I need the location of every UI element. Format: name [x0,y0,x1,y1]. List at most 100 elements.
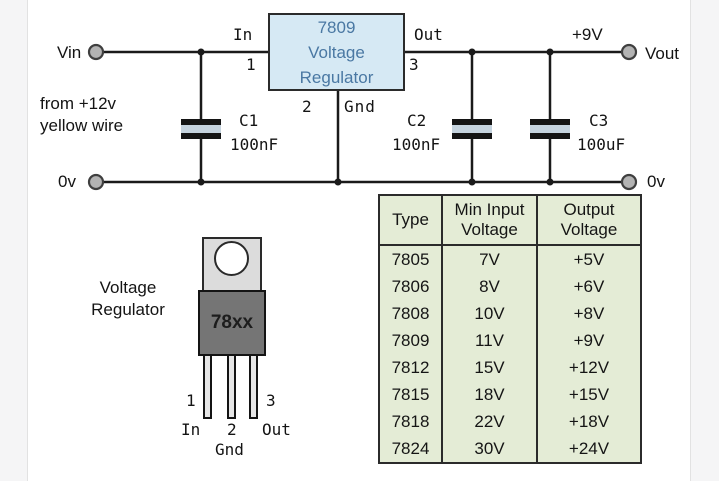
c3-ref-label: C3 [589,111,609,130]
capacitor-c1-symbol [181,119,221,139]
output-voltage-label: +9V [572,25,603,44]
package-pin3-name: Out [262,420,291,439]
pin-in-number: 1 [246,55,256,74]
pin-in-label: In [233,25,253,44]
left-margin [0,0,28,481]
table-row: 7812 15V +12V [379,354,641,381]
wire-segments [103,50,623,184]
cell-min-input: 7V [442,245,538,273]
cell-min-input: 8V [442,273,538,300]
vout-label: Vout [645,44,680,63]
cell-type: 7805 [379,245,443,273]
cell-output: +24V [568,438,610,458]
table-header-row: Type Min Input Voltage Output Voltage [379,195,641,246]
terminals [87,43,638,191]
cell-min-input: 30V [442,435,538,463]
junction-dot [468,48,476,56]
package-pin1-name: In [181,420,201,439]
cell-output: +5V [573,249,605,269]
source-note-line1: from +12v [40,94,117,113]
ov-left-terminal-circle [87,173,105,191]
col-header-min-input-line1: Min Input [454,200,525,219]
cell-min-input: 18V [442,381,538,408]
c1-plate-bottom [181,133,221,139]
cell-min-input: 10V [442,300,538,327]
capacitor-c2-symbol [452,119,492,139]
table-row: 7809 11V +9V [379,327,641,354]
cell-output: +12V [568,357,610,377]
cell-output: +15V [568,384,610,404]
regulator-table: Type Min Input Voltage Output Voltage 78… [378,194,642,464]
col-header-output-line1: Output [563,200,615,219]
pin-gnd-label: Gnd [344,97,376,116]
package-leg-3 [249,356,258,419]
c3-value-label: 100uF [577,135,626,154]
cell-type: 7812 [379,354,443,381]
package-leg-2 [227,356,236,419]
junction-dot [197,48,205,56]
col-header-type: Type [379,195,443,246]
cell-output: +9V [573,330,605,350]
c1-dielectric [181,125,221,133]
package-caption-line2: Regulator [91,300,165,319]
ov-right-label: 0v [647,172,665,191]
junction-dots [197,48,554,186]
col-header-output-line2: Voltage [560,220,618,239]
pin-out-label: Out [414,25,443,44]
cell-type: 7808 [379,300,443,327]
col-header-output: Output Voltage [537,195,641,246]
cell-type: 7809 [379,327,443,354]
package-pin3-number: 3 [266,391,276,410]
c1-value-label: 100nF [230,135,279,154]
package-caption: Voltage Regulator [84,277,172,321]
vin-label: Vin [57,43,82,62]
junction-dot [334,178,342,186]
c2-ref-label: C2 [407,111,427,130]
cell-type: 7806 [379,273,443,300]
table-row: 7808 10V +8V [379,300,641,327]
right-margin [690,0,719,481]
package-pin2-name: Gnd [215,440,244,459]
regulator-part-number: 7809 [317,18,356,37]
cell-type: 7815 [379,381,443,408]
package-pin2-number: 2 [227,420,237,439]
ov-right-terminal-circle [620,173,638,191]
table-row: 7806 8V +6V [379,273,641,300]
c1-plate-top [181,119,221,125]
c3-plate-bottom [530,133,570,139]
package-caption-line1: Voltage [99,278,157,297]
cell-type: 7824 [379,435,443,463]
junction-dot [546,48,554,56]
c2-value-label: 100nF [392,135,441,154]
c2-plate-bottom [452,133,492,139]
col-header-min-input-line2: Voltage [461,220,518,239]
cell-output: +8V [573,303,605,323]
regulator-block: 7809 Voltage Regulator [268,13,405,91]
ov-left-label: 0v [58,172,76,191]
vout-terminal-circle [620,43,638,61]
c3-plate-top [530,119,570,125]
source-note: from +12v yellow wire [40,93,123,137]
table-row: 7824 30V +24V [379,435,641,463]
cell-min-input: 15V [442,354,538,381]
junction-dot [197,178,205,186]
package-body: 78xx [198,290,266,356]
pin-gnd-number: 2 [302,97,312,116]
col-header-min-input: Min Input Voltage [442,195,538,246]
c3-dielectric [530,125,570,133]
junction-dot [546,178,554,186]
package-leg-1 [203,356,212,419]
table-row: 7805 7V +5V [379,245,641,273]
source-note-line2: yellow wire [40,116,124,135]
package-marking: 78xx [210,312,254,333]
capacitor-c3-symbol [530,119,570,139]
cell-output: +18V [568,411,610,431]
cell-min-input: 11V [442,327,538,354]
cell-output: +6V [573,276,605,296]
package-mounting-hole [214,241,249,276]
cell-type: 7818 [379,408,443,435]
package-pin1-number: 1 [186,391,196,410]
pin-out-number: 3 [409,55,419,74]
